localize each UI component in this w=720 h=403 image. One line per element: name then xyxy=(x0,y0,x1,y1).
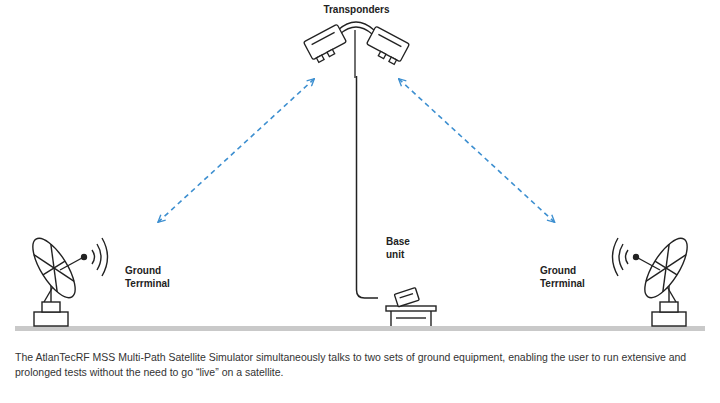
base-unit-table xyxy=(386,288,436,326)
node-box: Base unit xyxy=(378,236,448,326)
node-label: Transponders xyxy=(290,4,423,17)
cable-connector xyxy=(357,76,379,298)
node-box: Transponders xyxy=(290,4,423,76)
node-box: Ground Terrminal xyxy=(530,225,695,326)
node-label: Base unit xyxy=(386,236,410,261)
signal-arrow xyxy=(399,79,555,223)
ground-line xyxy=(15,326,705,331)
signal-arrow xyxy=(158,79,314,223)
node-box: Ground Terrminal xyxy=(25,225,175,326)
transponder-units xyxy=(304,22,410,78)
node-label: Ground Terrminal xyxy=(540,265,585,290)
dish-antenna xyxy=(25,232,108,326)
caption: The AtlanTecRF MSS Multi-Path Satellite … xyxy=(15,350,705,379)
node-label: Ground Terrminal xyxy=(125,265,170,290)
dish-antenna xyxy=(613,232,696,326)
